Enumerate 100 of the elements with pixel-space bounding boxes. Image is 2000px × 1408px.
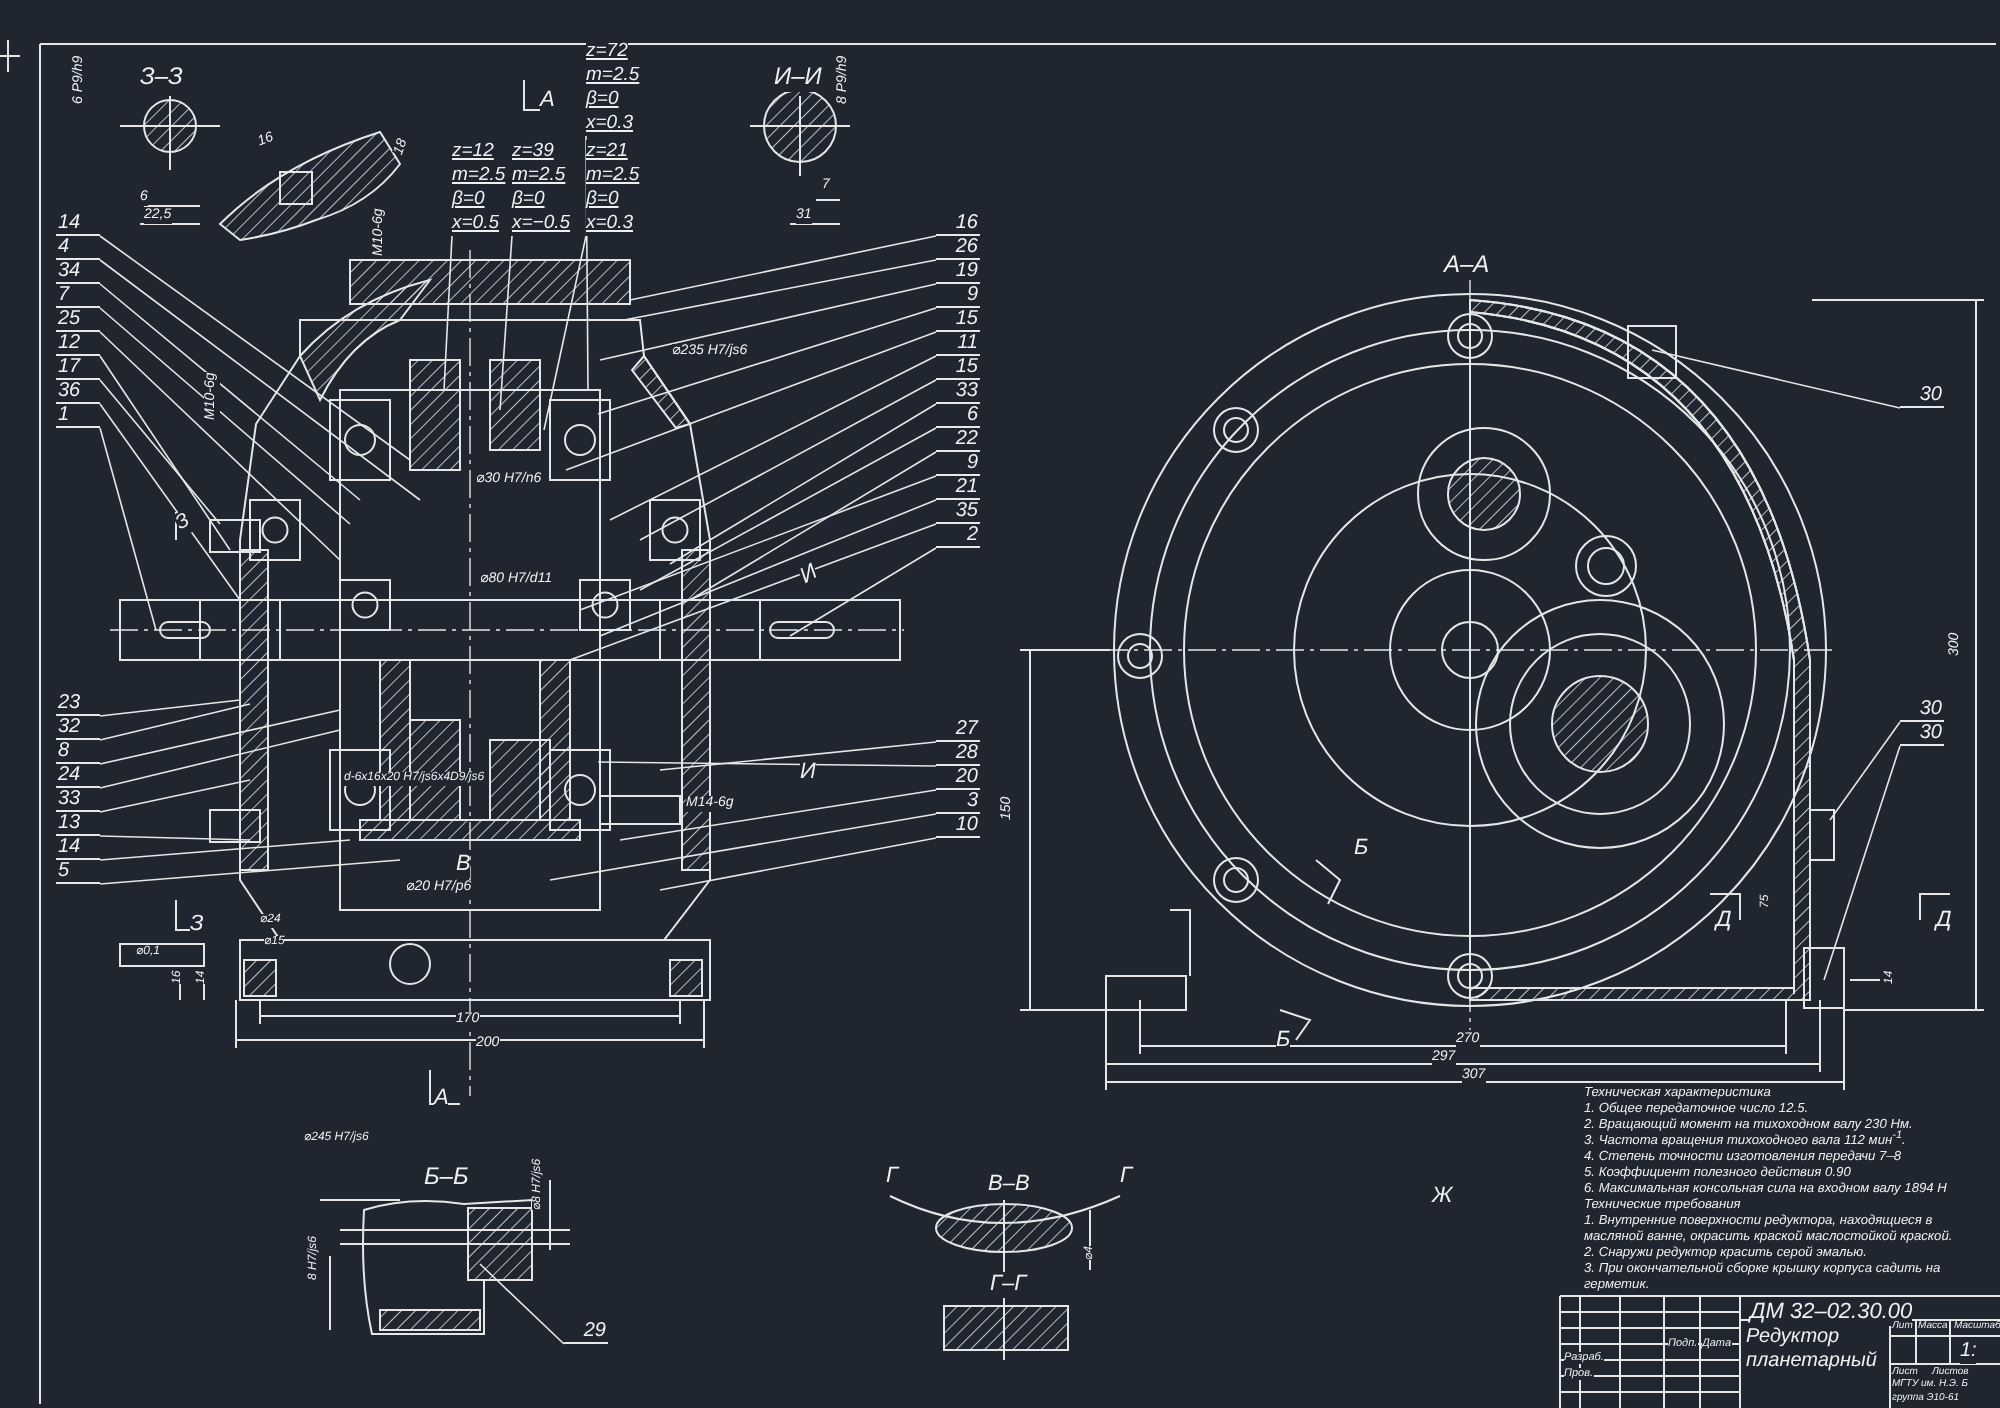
leader-line bbox=[597, 761, 937, 767]
gear-parameter: m=2.5 bbox=[586, 64, 640, 88]
callout-number: 12 bbox=[56, 332, 100, 356]
leader-line bbox=[659, 837, 937, 891]
callout-number: 10 bbox=[936, 814, 980, 838]
leader-line bbox=[585, 135, 589, 391]
callout-number: 22 bbox=[936, 428, 980, 452]
callout-number: 20 bbox=[936, 766, 980, 790]
gear-parameter-table bbox=[586, 40, 640, 136]
gear-parameter: m=2.5 bbox=[586, 164, 640, 188]
gear-parameter: β=0 bbox=[586, 188, 619, 212]
leader-line bbox=[99, 703, 251, 741]
callout-number: 6 bbox=[936, 404, 980, 428]
gear-parameter: x=0.3 bbox=[586, 112, 634, 136]
callout-number: 27 bbox=[936, 718, 980, 742]
callout-number: 19 bbox=[936, 260, 980, 284]
leader-line bbox=[599, 283, 937, 361]
callout-number: 9 bbox=[936, 452, 980, 476]
leader-line bbox=[565, 331, 937, 471]
callout-number: 17 bbox=[56, 356, 100, 380]
callout-number: 30 bbox=[1900, 698, 1944, 722]
callout-number: 11 bbox=[936, 332, 980, 356]
leader-line bbox=[99, 259, 421, 501]
leader-line bbox=[789, 547, 937, 637]
callout-number: 21 bbox=[936, 476, 980, 500]
gear-parameter: z=21 bbox=[586, 140, 628, 164]
gear-parameter: z=39 bbox=[512, 140, 554, 164]
callout-number: 8 bbox=[56, 740, 100, 764]
callout-number: 26 bbox=[936, 236, 980, 260]
leader-line bbox=[543, 235, 587, 431]
leader-line bbox=[579, 475, 937, 611]
leader-line bbox=[659, 741, 937, 771]
leader-line bbox=[99, 839, 351, 861]
dimension-text: З bbox=[172, 509, 195, 536]
gear-parameter: β=0 bbox=[512, 188, 545, 212]
dimension-text: И–И bbox=[774, 64, 822, 92]
leader-line bbox=[99, 283, 361, 501]
callout-number: 33 bbox=[56, 788, 100, 812]
gear-parameter: m=2.5 bbox=[512, 164, 566, 188]
leader-line bbox=[499, 235, 513, 411]
callout-number: 13 bbox=[56, 812, 100, 836]
callout-number: 16 bbox=[936, 212, 980, 236]
gear-parameter-table bbox=[586, 140, 640, 236]
leader-line bbox=[1829, 721, 1901, 821]
gear-parameter: m=2.5 bbox=[452, 164, 506, 188]
leader-line bbox=[597, 307, 937, 415]
gear-parameter: β=0 bbox=[586, 88, 619, 112]
leader-line bbox=[99, 709, 341, 765]
dimension-text: Г–Г bbox=[990, 1272, 1027, 1298]
callout-number: 23 bbox=[56, 692, 100, 716]
leader-line bbox=[99, 331, 341, 561]
callout-number: 34 bbox=[56, 260, 100, 284]
leader-line bbox=[1651, 349, 1901, 409]
leader-line bbox=[639, 379, 937, 541]
callout-number: 14 bbox=[56, 212, 100, 236]
callout-number: 4 bbox=[56, 236, 100, 260]
leader-line bbox=[99, 729, 341, 789]
callout-number: 1 bbox=[56, 404, 100, 428]
callout-number: 29 bbox=[564, 1320, 608, 1344]
leader-line bbox=[99, 355, 231, 551]
callout-number: 3 bbox=[936, 790, 980, 814]
callout-number: 28 bbox=[936, 742, 980, 766]
leader-line bbox=[99, 379, 221, 525]
callout-number: 9 bbox=[936, 284, 980, 308]
gear-parameter: z=12 bbox=[452, 140, 494, 164]
callout-number: 7 bbox=[56, 284, 100, 308]
dimension-text: Д bbox=[1936, 908, 1952, 934]
leader-line bbox=[549, 813, 937, 881]
callout-number: 24 bbox=[56, 764, 100, 788]
callout-number: 25 bbox=[56, 308, 100, 332]
callout-number: 32 bbox=[56, 716, 100, 740]
gear-parameter: x=0.3 bbox=[586, 212, 634, 236]
leader-line bbox=[669, 403, 937, 565]
callout-number: 33 bbox=[936, 380, 980, 404]
gear-parameter: x=0.5 bbox=[452, 212, 500, 236]
leader-line bbox=[689, 451, 937, 601]
callout-number: 14 bbox=[56, 836, 100, 860]
leader-line bbox=[99, 307, 351, 525]
dimension-text: Д bbox=[1716, 908, 1732, 934]
dimension-text: В bbox=[456, 852, 471, 878]
callout-number: 2 bbox=[936, 524, 980, 548]
callout-number: 30 bbox=[1900, 722, 1944, 746]
leader-line bbox=[99, 779, 251, 813]
leader-line bbox=[99, 859, 401, 885]
gear-parameter-table bbox=[452, 140, 506, 236]
leader-line bbox=[99, 427, 157, 631]
callout-number: 15 bbox=[936, 356, 980, 380]
leader-line bbox=[443, 235, 453, 391]
leader-line bbox=[619, 789, 937, 841]
leader-line bbox=[99, 403, 241, 601]
callout-number: 15 bbox=[936, 308, 980, 332]
leader-line bbox=[99, 835, 251, 841]
leader-line bbox=[629, 235, 937, 301]
leader-line bbox=[1823, 745, 1901, 981]
leader-line bbox=[639, 427, 937, 591]
callout-number: 35 bbox=[936, 500, 980, 524]
dimension-text: И bbox=[796, 560, 823, 590]
callout-number: 36 bbox=[56, 380, 100, 404]
gear-parameter-table bbox=[512, 140, 571, 236]
leader-line bbox=[479, 1263, 565, 1345]
